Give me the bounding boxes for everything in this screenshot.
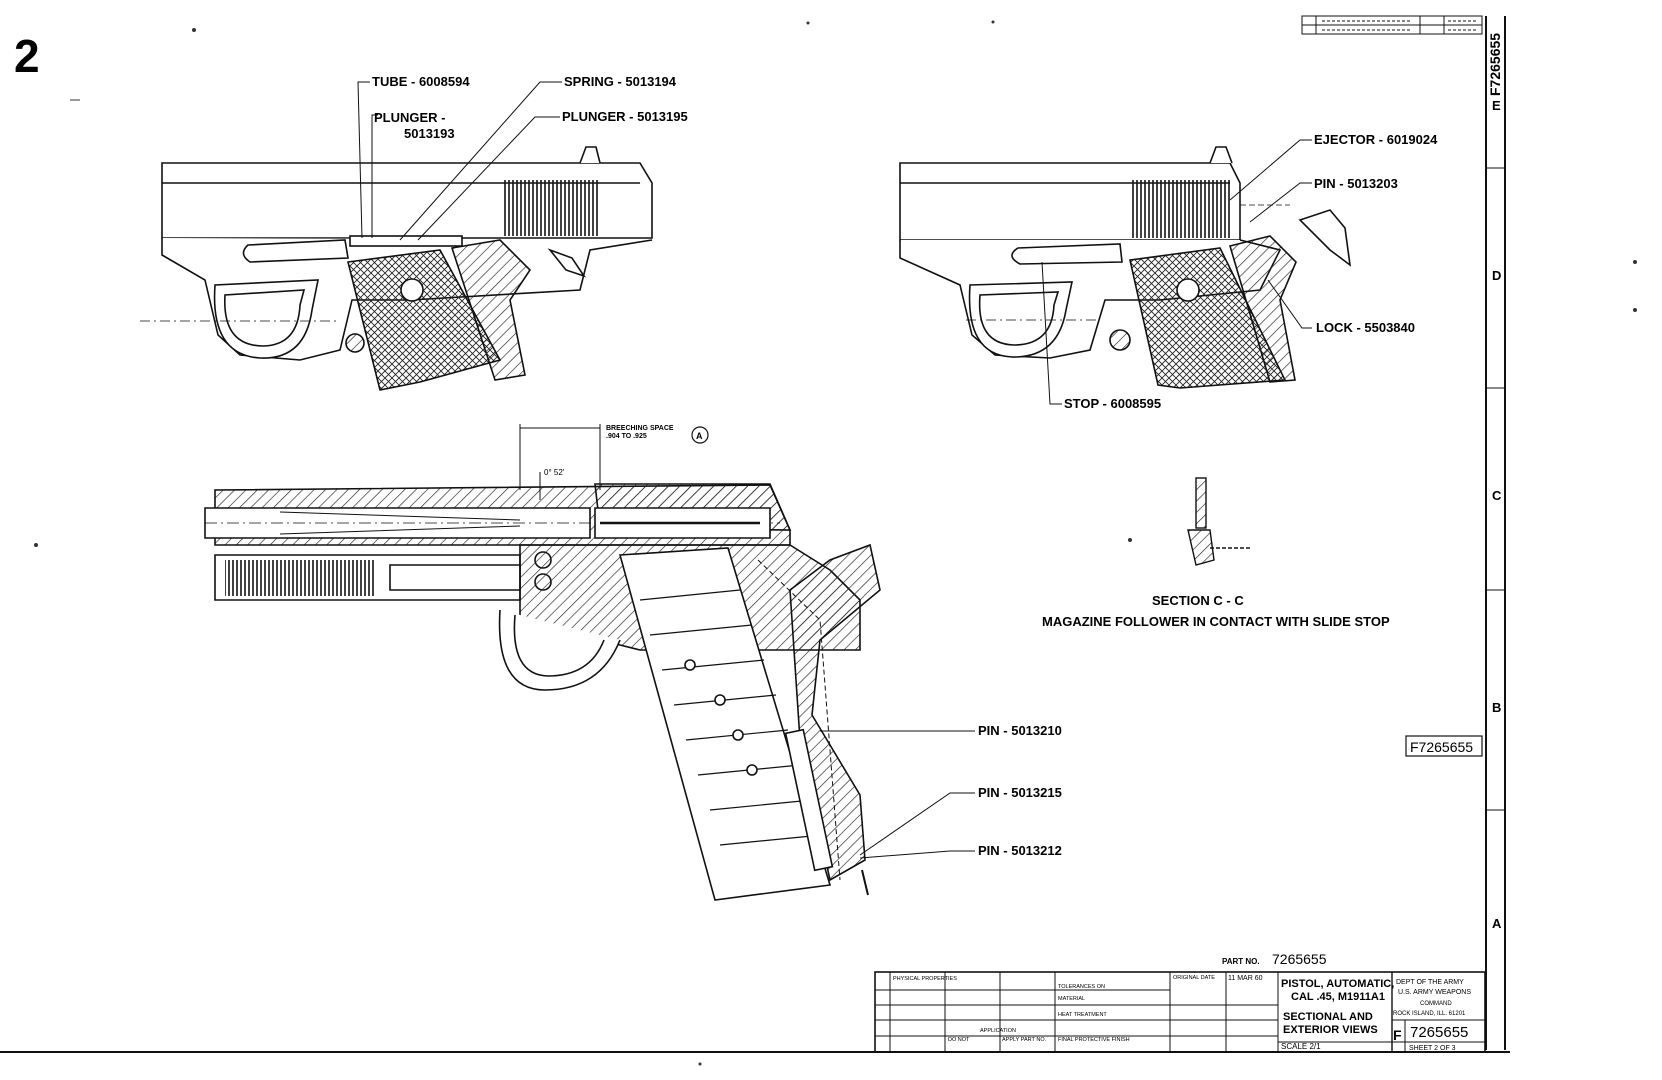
scan-specks [34, 20, 1637, 1066]
callout-pin-5013215: PIN - 5013215 [978, 785, 1062, 800]
part-no: 7265655 [1272, 951, 1327, 967]
heat-treatment: HEAT TREATMENT [1058, 1012, 1107, 1018]
zone-letter-a: A [1492, 916, 1502, 931]
exterior-view-right [899, 146, 1352, 389]
final-finish: FINAL PROTECTIVE FINISH [1058, 1037, 1130, 1043]
title-line4: EXTERIOR VIEWS [1283, 1024, 1378, 1036]
section-title: SECTION C - C [1152, 593, 1244, 608]
dept-line1: DEPT OF THE ARMY [1396, 979, 1464, 986]
title-block [874, 971, 1486, 1053]
sheet-marker: 2 [14, 30, 40, 82]
title-line3: SECTIONAL AND [1283, 1011, 1373, 1023]
part-no-label: PART NO. [1222, 957, 1260, 966]
section-caption: MAGAZINE FOLLOWER IN CONTACT WITH SLIDE … [1042, 614, 1390, 629]
drawing-number-vertical: F7265655 [1487, 33, 1503, 96]
application: APPLICATION [980, 1028, 1016, 1034]
callout-tube: TUBE - 6008594 [372, 74, 470, 89]
callout-stop: STOP - 6008595 [1064, 396, 1161, 411]
breeching-marker: A [696, 431, 703, 441]
callout-plunger-b: PLUNGER - 5013195 [562, 109, 688, 124]
scale: SCALE 2/1 [1281, 1042, 1321, 1051]
dept-line3: COMMAND [1420, 1001, 1452, 1007]
original-date-label: ORIGINAL DATE [1173, 975, 1215, 981]
zone-letter-d: D [1492, 268, 1501, 283]
callout-pin-5013203: PIN - 5013203 [1314, 176, 1398, 191]
dept-line4: ROCK ISLAND, ILL. 61201 [1393, 1011, 1466, 1017]
callout-pin-5013212: PIN - 5013212 [978, 843, 1062, 858]
breeching-label-line1: BREECHING SPACE [606, 425, 674, 432]
sectional-view [204, 424, 881, 901]
revision-block [1301, 15, 1483, 35]
original-date: 11 MAR 60 [1228, 975, 1263, 982]
apply-part-no: APPLY PART NO. [1002, 1037, 1047, 1043]
physical-properties: PHYSICAL PROPERTIES [893, 976, 957, 982]
size-letter: F [1393, 1027, 1402, 1043]
breeching-label-line2: .904 TO .925 [606, 433, 647, 440]
zone-letter-b: B [1492, 700, 1501, 715]
zone-letter-e: E [1492, 98, 1501, 113]
callout-pin-5013210: PIN - 5013210 [978, 723, 1062, 738]
exterior-view-left [140, 146, 653, 391]
dept-line2: U.S. ARMY WEAPONS [1398, 989, 1471, 996]
zone-letter-c: C [1492, 488, 1502, 503]
callout-spring: SPRING - 5013194 [564, 74, 677, 89]
title-line2: CAL .45, M1911A1 [1291, 991, 1385, 1003]
section-c-c-detail [1187, 477, 1250, 566]
drawing-number-box: F7265655 [1410, 739, 1473, 755]
callout-plunger-a-line1: PLUNGER - [374, 110, 446, 125]
do-not: DO NOT [948, 1037, 970, 1043]
callout-lock: LOCK - 5503840 [1316, 320, 1415, 335]
sheet-label: SHEET 2 OF 3 [1409, 1045, 1456, 1052]
callout-plunger-a-line2: 5013193 [404, 126, 455, 141]
angle-label: 0° 52' [544, 468, 565, 477]
tolerances: TOLERANCES ON [1058, 984, 1105, 990]
callout-ejector: EJECTOR - 6019024 [1314, 132, 1438, 147]
title-line1: PISTOL, AUTOMATIC, [1281, 978, 1394, 990]
drawing-number: 7265655 [1410, 1024, 1468, 1041]
material: MATERIAL [1058, 996, 1085, 1002]
